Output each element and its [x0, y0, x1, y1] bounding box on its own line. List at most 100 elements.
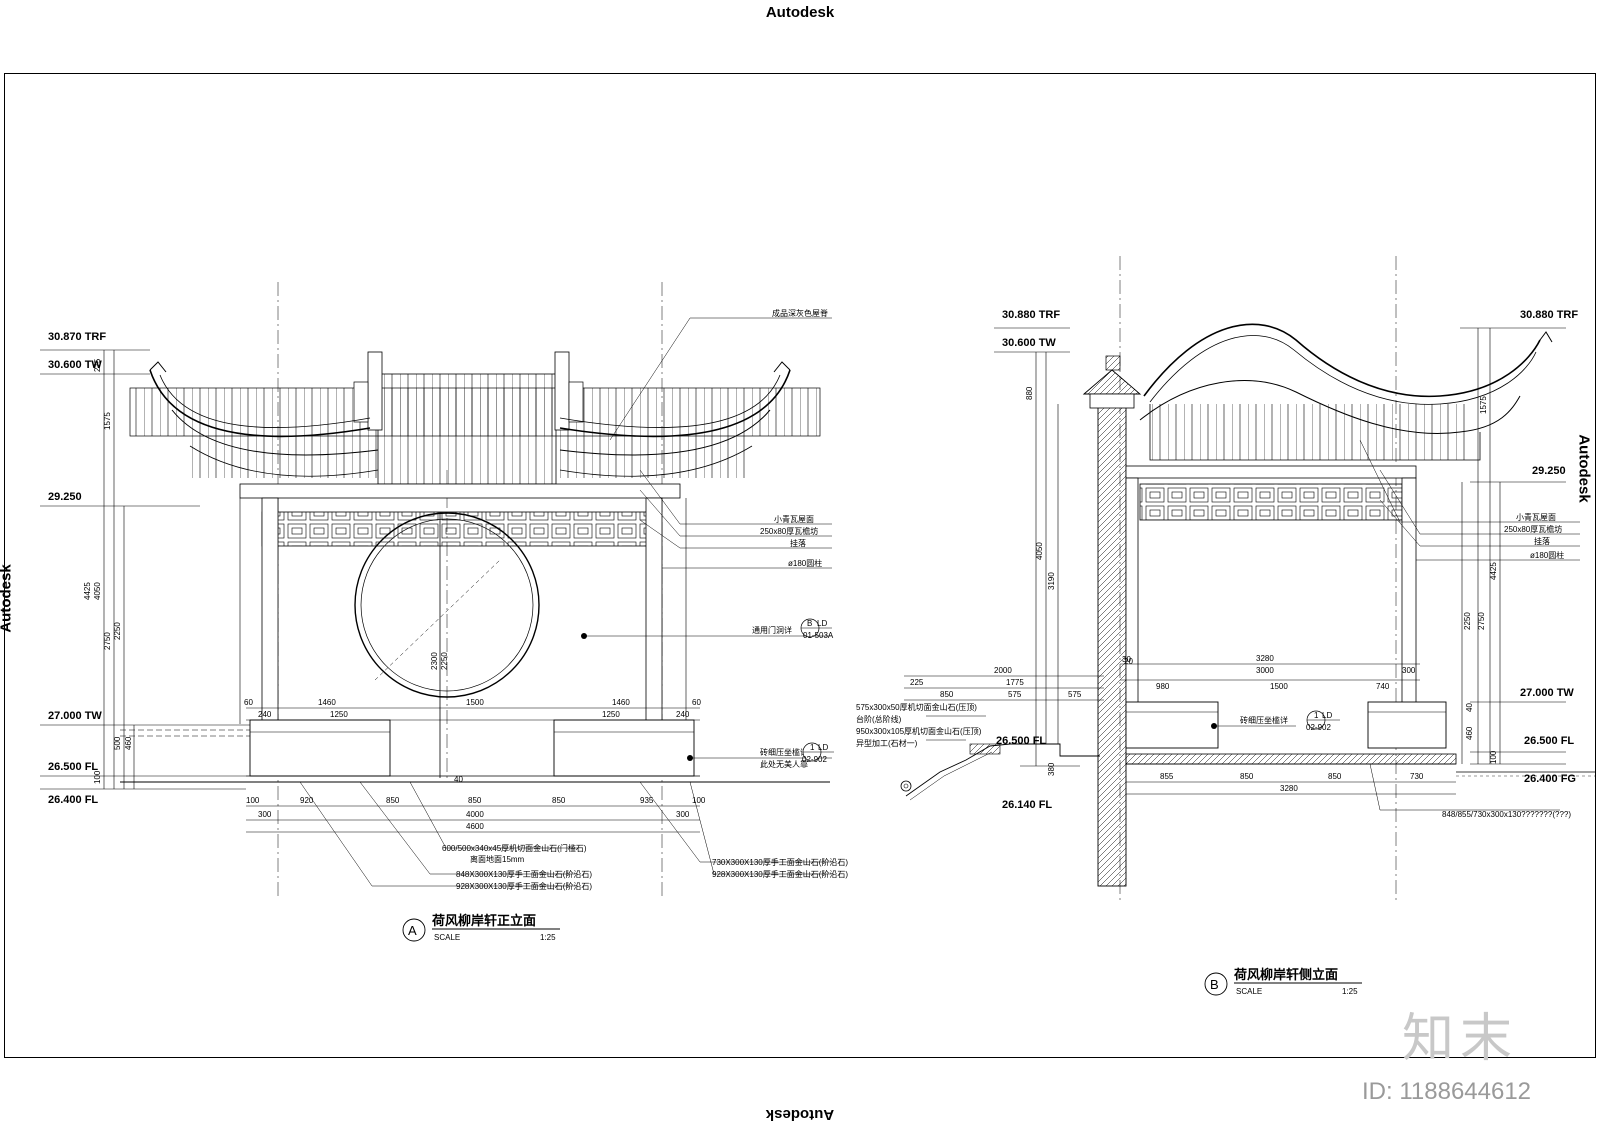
ref-a1-top: B [807, 619, 812, 628]
view-b-notes-left: 575x300x50厚机切面金山石(压顶) 台阶(总阶线) 950x300x10… [856, 702, 982, 748]
vdim-b-l-1: 4050 [1035, 542, 1044, 560]
hdim-a-bot-3: 850 [468, 796, 482, 805]
note-a-gate-detail: 通用门洞详 [752, 625, 792, 635]
note-b-custom-stone: 异型加工(石材一) [856, 738, 918, 748]
view-a-front-elevation: 30.870 TRF 30.600 TW 29.250 27.000 TW 26… [40, 282, 848, 942]
hdim-a-top-5: 1250 [330, 710, 348, 719]
hdim-b-top-7: 2000 [994, 666, 1012, 675]
view-b-scale-value: 1:25 [1342, 987, 1358, 996]
autodesk-stamp-top: Autodesk [765, 4, 835, 21]
ref-a1-right: LD [817, 619, 827, 628]
hdim-b-top-10: 850 [940, 690, 954, 699]
hdim-a-bot-0: 100 [246, 796, 260, 805]
view-b-scale-label: SCALE [1236, 987, 1262, 996]
vdim-b-r-6: 100 [1489, 750, 1498, 764]
view-a-notes-bottom: 600/500x340x45厚机切面金山石(门槛石) 离面地面15mm 848X… [442, 843, 848, 891]
hdim-b-top-0: 3280 [1256, 654, 1274, 663]
hdim-a-bot-2: 850 [386, 796, 400, 805]
note-a-offset: 离面地面15mm [470, 854, 525, 864]
hdim-b-bot-3: 730 [1410, 772, 1424, 781]
view-a-bottom-dims: 100 920 850 850 850 935 100 300 4000 300… [246, 796, 706, 831]
view-a-title: A 荷风柳岸轩正立面 SCALE 1:25 [402, 913, 560, 942]
vdim-a-6: 500 [113, 736, 122, 750]
vdim-a-0: 275 [93, 358, 102, 372]
ref-a2-bottom: 02-902 [802, 755, 827, 764]
hdim-a-top-3: 60 [692, 698, 701, 707]
level-a-6: 26.400 FL [48, 794, 98, 806]
drawing-frame [4, 73, 1596, 1058]
note-b-seat-detail: 砖细压坐槛详 [1240, 715, 1288, 725]
ref-b-top: 1 [1314, 711, 1319, 720]
hdim-a-bot-7: 300 [258, 810, 272, 819]
watermark-id-label: ID: 1188644612 [1362, 1078, 1532, 1105]
vdim-a-10: 2250 [440, 652, 449, 670]
hdim-b-bot-2: 850 [1328, 772, 1342, 781]
note-a-column: ø180圆柱 [788, 558, 822, 568]
vdim-a-4: 2750 [103, 632, 112, 650]
level-a-2: 30.600 TW [48, 359, 102, 371]
note-b-cap: 575x300x50厚机切面金山石(压顶) [856, 702, 977, 712]
hdim-a-bot-9: 300 [676, 810, 690, 819]
vdim-a-11: 40 [454, 775, 463, 784]
note-a-step-928-left: 928X300X130厚手工面金山石(阶沿石) [456, 881, 592, 891]
hdim-b-top-6: 30 [1122, 655, 1131, 664]
hdim-b-top-1: 3000 [1256, 666, 1274, 675]
view-a-scale-value: 1:25 [540, 933, 556, 942]
ref-b-bottom: 02-902 [1306, 723, 1331, 732]
note-a-step-730: 730X300X130厚手工面金山石(阶沿石) [712, 857, 848, 867]
hdim-b-top-11: 575 [1008, 690, 1022, 699]
hdim-a-top-0: 60 [244, 698, 253, 707]
hdim-a-top-6: 1500 [466, 698, 484, 707]
vdim-a-7: 460 [124, 736, 133, 750]
hdim-a-bot-8: 4000 [466, 810, 484, 819]
vdim-b-l-4: 380 [1047, 762, 1056, 776]
level-b-4: 29.250 [1532, 465, 1566, 477]
hdim-a-top-4: 240 [258, 710, 272, 719]
view-b-title: B 荷风柳岸轩侧立面 SCALE 1:25 [1204, 967, 1362, 996]
view-a-levels: 30.870 TRF 30.600 TW 29.250 27.000 TW 26… [48, 331, 106, 806]
hdim-a-bot-6: 100 [692, 796, 706, 805]
level-a-4: 27.000 TW [48, 710, 102, 722]
level-b-5: 27.000 TW [1520, 687, 1574, 699]
hdim-b-top-12: 575 [1068, 690, 1082, 699]
level-a-5: 26.500 FL [48, 761, 98, 773]
ref-a1-bottom: 01-503A [803, 631, 834, 640]
detail-ref-a-2: 1 LD 02-902 [802, 742, 834, 764]
view-b-marker: B [1210, 977, 1219, 992]
vdim-b-r-3: 2750 [1477, 612, 1486, 630]
note-b-cap-950: 950x300x105厚机切面金山石(压顶) [856, 726, 982, 736]
hdim-b-bot-0: 855 [1160, 772, 1174, 781]
hdim-b-top-9: 1775 [1006, 678, 1024, 687]
note-b-steps: 台阶(总阶线) [856, 714, 902, 724]
view-a-title-text: 荷风柳岸轩正立面 [431, 913, 536, 929]
vdim-a-8: 100 [93, 770, 102, 784]
note-b-bottom-steps: 848/855/730x300x130???????(???) [1442, 810, 1571, 819]
vdim-b-r-2: 2250 [1463, 612, 1472, 630]
view-a-vertical-dims: 275 1575 4425 4050 2750 2250 500 460 100… [83, 358, 463, 784]
note-a-no-backrest: 此处无美人靠 [760, 759, 808, 769]
hdim-a-bot-5: 935 [640, 796, 654, 805]
ref-a2-right: LD [818, 743, 828, 752]
vdim-a-1: 1575 [103, 412, 112, 430]
level-b-8: 26.400 FG [1524, 773, 1576, 785]
note-a-threshold: 600/500x340x45厚机切面金山石(门槛石) [442, 843, 587, 853]
hdim-a-bot-1: 920 [300, 796, 314, 805]
view-b-bottom-dims: 855 850 850 730 3280 [1160, 772, 1424, 793]
level-b-1: 30.880 TRF [1002, 309, 1060, 321]
ref-a2-top: 1 [810, 743, 815, 752]
view-b-vertical-dims: 880 4050 3190 20 380 1575 4425 2250 2750… [1025, 386, 1498, 776]
note-a-step-848: 848X300X130厚手工面金山石(阶沿石) [456, 869, 592, 879]
level-a-3: 29.250 [48, 491, 82, 503]
hdim-b-top-8: 225 [910, 678, 924, 687]
zhimo-watermark-logo: 知末 [1402, 1009, 1519, 1069]
note-a-eave-beam: 250x80厚瓦檐坊 [760, 526, 818, 536]
vdim-b-r-5: 460 [1465, 726, 1474, 740]
vdim-b-l-0: 880 [1025, 386, 1034, 400]
ref-b-right: LD [1322, 711, 1332, 720]
hdim-b-top-5: 300 [1402, 666, 1416, 675]
hdim-b-top-2: 980 [1156, 682, 1170, 691]
vdim-b-r-1: 4425 [1489, 562, 1498, 580]
hdim-b-top-4: 740 [1376, 682, 1390, 691]
view-a-marker: A [408, 923, 417, 938]
